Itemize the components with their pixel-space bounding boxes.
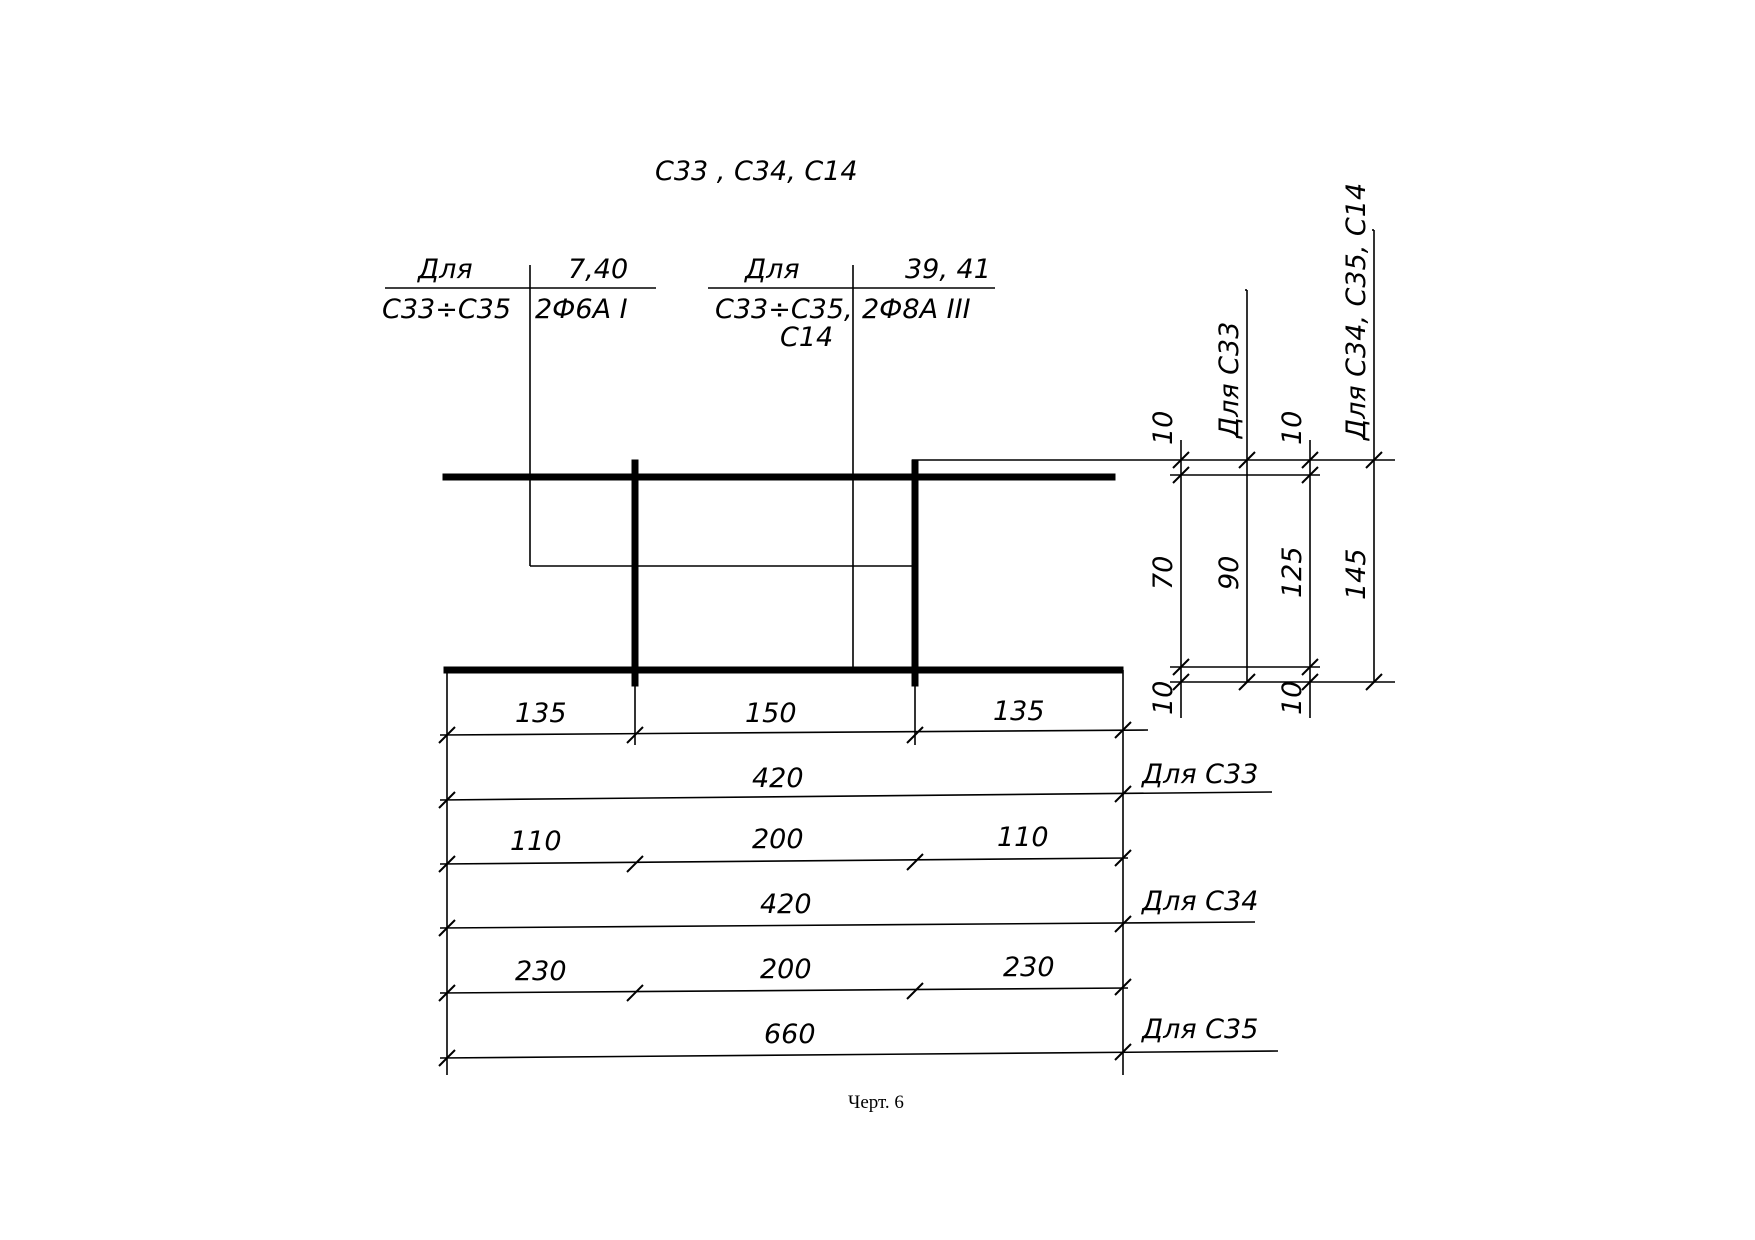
dim-row1-seg2: 150 bbox=[745, 698, 797, 729]
dim-125: 125 bbox=[1277, 546, 1308, 598]
dim-10-bottom-a: 10 bbox=[1148, 681, 1179, 715]
label-row6: Для С35 bbox=[1141, 1014, 1258, 1045]
drawing-title: С33 , С34, С14 bbox=[655, 156, 858, 187]
callout-left-bottom-right: 2Ф6А I bbox=[535, 294, 628, 325]
horizontal-dimensions: 135 150 135 420 Для С33 110 200 110 420 … bbox=[438, 696, 1279, 1067]
dim-90: 90 bbox=[1214, 556, 1245, 590]
callout-left-top-left: Для bbox=[417, 254, 473, 285]
callout-center-top-right: 39, 41 bbox=[905, 254, 991, 285]
reinforcement-frame bbox=[442, 459, 1395, 1075]
dim-row5-seg2: 200 bbox=[760, 954, 812, 985]
dim-70: 70 bbox=[1148, 556, 1179, 590]
label-c34-c35-c14-vertical: Для С34, С35, С14 bbox=[1341, 183, 1372, 441]
dim-10-top-a: 10 bbox=[1148, 411, 1179, 445]
dim-row5-seg1: 230 bbox=[515, 956, 567, 987]
dim-row5-seg3: 230 bbox=[1003, 952, 1055, 983]
callout-center-bottom-left-2: С14 bbox=[780, 322, 833, 353]
callout-center: Для 39, 41 С33÷С35, С14 2Ф8А III bbox=[708, 254, 995, 670]
dim-145: 145 bbox=[1341, 548, 1372, 600]
dim-row3-seg1: 110 bbox=[510, 826, 562, 857]
dim-10-top-b: 10 bbox=[1277, 411, 1308, 445]
callout-left-bottom-left: С33÷С35 bbox=[382, 294, 511, 325]
dim-row1-seg3: 135 bbox=[993, 696, 1045, 727]
callout-left-top-right: 7,40 bbox=[568, 254, 628, 285]
callout-left: Для 7,40 С33÷С35 2Ф6А I bbox=[382, 254, 912, 567]
callout-center-bottom-right: 2Ф8А III bbox=[862, 294, 971, 325]
dim-row6-total: 660 bbox=[764, 1019, 816, 1050]
label-row4: Для С34 bbox=[1141, 886, 1258, 917]
callout-center-bottom-left-1: С33÷С35, bbox=[715, 294, 853, 325]
callout-center-top-left: Для bbox=[744, 254, 800, 285]
dim-row2-total: 420 bbox=[752, 763, 804, 794]
figure-caption: Черт. 6 bbox=[848, 1092, 904, 1113]
dim-row4-total: 420 bbox=[760, 889, 812, 920]
dim-row3-seg3: 110 bbox=[997, 822, 1049, 853]
dim-row1-seg1: 135 bbox=[515, 698, 567, 729]
label-row2: Для С33 bbox=[1141, 759, 1258, 790]
dim-row3-seg2: 200 bbox=[752, 824, 804, 855]
vertical-dimensions: 10 70 10 90 Для С33 10 125 10 145 Для С3… bbox=[1148, 183, 1383, 718]
label-c33-vertical: Для С33 bbox=[1214, 322, 1245, 439]
dim-10-bottom-b: 10 bbox=[1277, 681, 1308, 715]
